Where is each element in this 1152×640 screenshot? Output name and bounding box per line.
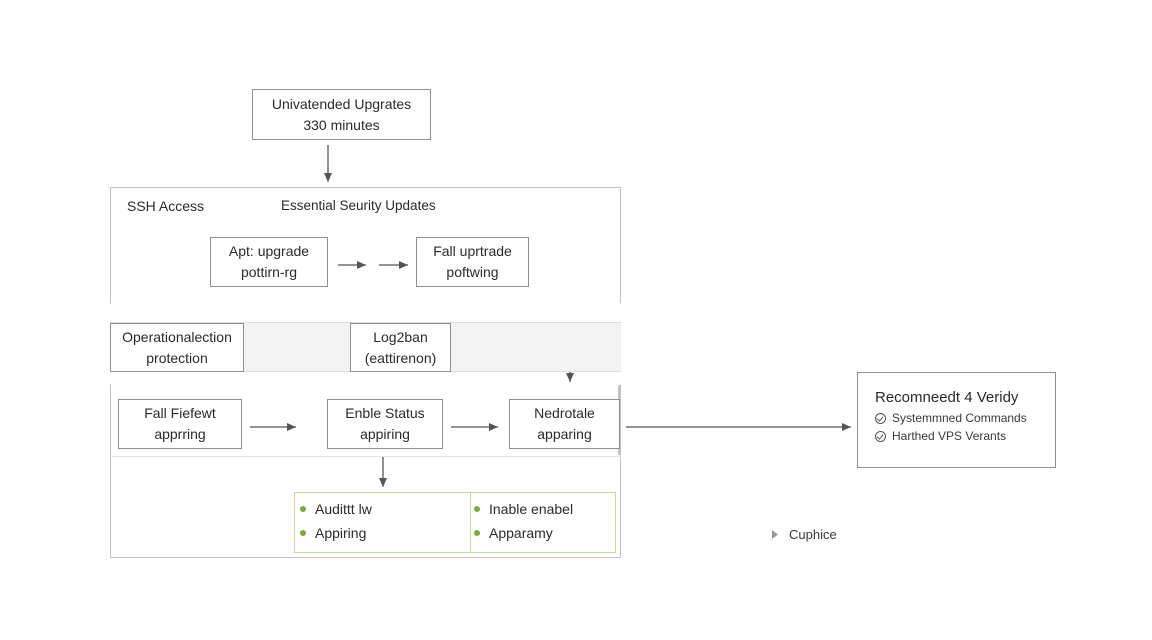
hardening-section-frame: [110, 385, 621, 558]
hardening-frame-divider: [110, 456, 621, 457]
enable-status-subtitle: appiring: [360, 426, 410, 442]
bullet-text: Inable enabel: [489, 501, 574, 517]
bullet-dot-icon: [474, 506, 480, 512]
apparmor-bullets-box: [470, 492, 616, 553]
operational-protection-box: Operationalection protection: [110, 323, 244, 372]
operational-protection-subtitle: protection: [146, 349, 208, 366]
check-circle-icon: [875, 430, 886, 442]
apt-upgrade-title: Apt: upgrade: [228, 243, 310, 259]
cuphice-label-group: Cuphice: [771, 527, 837, 542]
apt-upgrade-box: Apt: upgrade pottirn-rg: [210, 237, 328, 287]
ssh-section-frame: [110, 187, 621, 303]
firewall-subtitle: apprring: [154, 426, 206, 442]
operational-protection-title: Operationalection: [122, 328, 232, 345]
bullet-text: Apparamy: [489, 525, 553, 541]
apt-upgrade-subtitle: pottirn-rg: [240, 264, 298, 280]
nedrotale-subtitle: apparing: [537, 426, 592, 442]
recommend-verify-box: Recomneedt 4 Veridy Systemmned Commands …: [857, 372, 1056, 468]
log2ban-title: Log2ban: [373, 328, 428, 345]
log2ban-subtitle: (eattirenon): [364, 349, 437, 366]
bullet-dot-icon: [300, 530, 306, 536]
nedrotale-title: Nedrotale: [534, 405, 595, 421]
play-triangle-icon: [772, 530, 778, 539]
bullet-item: Apparamy: [474, 525, 553, 541]
fall-upgrade-title: Fall uprtrade: [433, 243, 512, 259]
cuphice-label: Cuphice: [789, 527, 837, 542]
firewall-title: Fall Fiefewt: [144, 405, 216, 421]
check-circle-icon: [875, 412, 886, 424]
unattended-upgrades-title: Univatended Upgrates: [271, 95, 412, 112]
recommend-verify-title: Recomneedt 4 Veridy: [875, 389, 1019, 406]
bullet-dot-icon: [300, 506, 306, 512]
fall-upgrade-box: Fall uprtrade poftwing: [416, 237, 529, 287]
recommend-item-text: Harthed VPS Verants: [892, 429, 1007, 443]
enable-status-title: Enble Status: [345, 405, 425, 421]
security-updates-label: Essential Seurity Updates: [281, 198, 436, 213]
fall-upgrade-subtitle: poftwing: [446, 264, 499, 280]
firewall-box: Fall Fiefewt apprring: [118, 399, 242, 449]
recommend-item: Harthed VPS Verants: [875, 429, 1055, 443]
enable-status-box: Enble Status appiring: [327, 399, 443, 449]
recommend-item-text: Systemmned Commands: [892, 411, 1027, 425]
bullet-item: Audittt lw: [300, 501, 372, 517]
bullet-text: Appiring: [315, 525, 367, 541]
unattended-upgrades-interval: 330 minutes: [303, 116, 380, 133]
nedrotale-box: Nedrotale apparing: [509, 399, 620, 449]
recommend-item: Systemmned Commands: [875, 411, 1055, 425]
bullet-dot-icon: [474, 530, 480, 536]
bullet-text: Audittt lw: [315, 501, 372, 517]
bullet-item: Inable enabel: [474, 501, 573, 517]
ssh-access-label: SSH Access: [127, 198, 205, 214]
unattended-upgrades-box: Univatended Upgrates 330 minutes: [252, 89, 431, 140]
bullet-item: Appiring: [300, 525, 366, 541]
audit-bullets-box: [294, 492, 471, 553]
log2ban-box: Log2ban (eattirenon): [350, 323, 451, 372]
